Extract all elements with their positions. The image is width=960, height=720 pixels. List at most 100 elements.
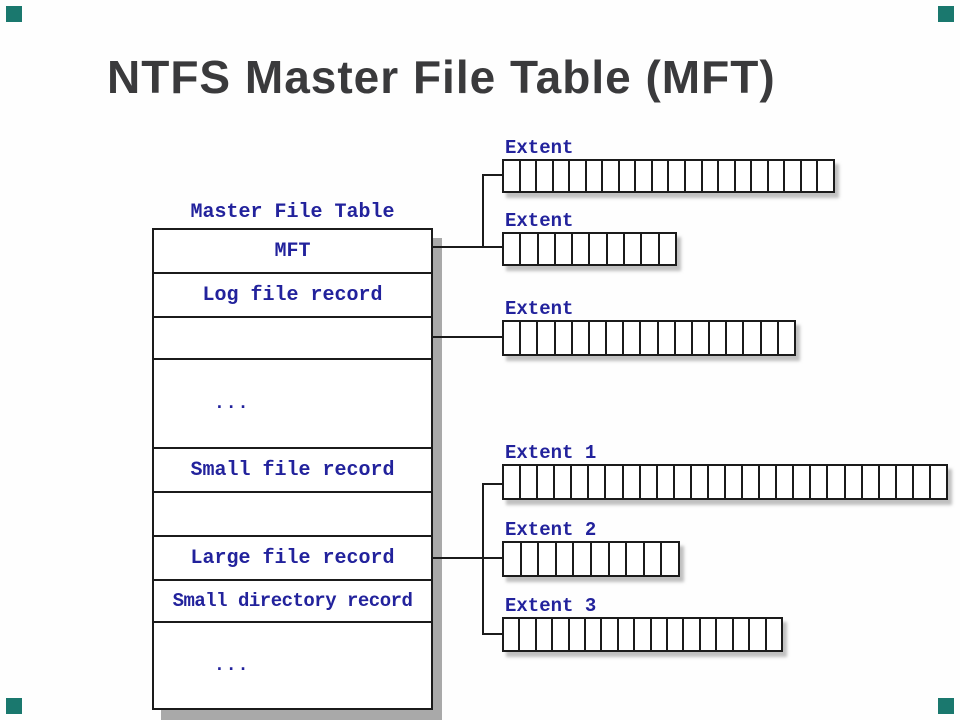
- extent-cell: [641, 466, 658, 498]
- extent-cell: [537, 619, 554, 650]
- extent-cell: [642, 234, 660, 264]
- extent-cell: [555, 466, 573, 498]
- extent-cell: [931, 466, 946, 498]
- extent-cell: [539, 234, 556, 264]
- extent-cell: [557, 543, 575, 575]
- extent-cell: [914, 466, 931, 498]
- extent-cell: [818, 161, 833, 191]
- extent-cell: [624, 322, 642, 354]
- extent-cell: [668, 619, 685, 650]
- extent-cell: [504, 543, 522, 575]
- extent-cell: [586, 619, 603, 650]
- mft-table-heading: Master File Table: [190, 201, 395, 224]
- corner-accent-square: [938, 698, 954, 714]
- mft-row-ellipsis: ...: [214, 655, 250, 676]
- extent-cell: [686, 161, 703, 191]
- mft-row-small-directory-record: Small directory record: [154, 581, 431, 623]
- mft-row-small-file-record: Small file record: [154, 449, 431, 493]
- slide-title: NTFS Master File Table (MFT): [107, 51, 776, 103]
- extent-cell: [828, 466, 846, 498]
- extent-cell: [802, 161, 819, 191]
- extent-cell: [675, 466, 692, 498]
- extent-cell: [554, 161, 571, 191]
- extent-cell: [521, 322, 539, 354]
- connector-line: [482, 633, 502, 635]
- extent-cell: [750, 619, 767, 650]
- extent-cell: [777, 466, 795, 498]
- extent-cell: [676, 322, 693, 354]
- extent-cell: [556, 322, 573, 354]
- extent-cell: [659, 322, 676, 354]
- extent-block: Extent 3: [502, 596, 783, 652]
- extent-cell: [636, 161, 653, 191]
- extent-label: Extent 1: [505, 442, 597, 464]
- extent-cell: [743, 466, 761, 498]
- mft-row-large-file-record: Large file record: [154, 537, 431, 581]
- extent-block: Extent 2: [502, 520, 680, 577]
- mft-row-empty: [154, 493, 431, 537]
- extent-cell: [692, 466, 709, 498]
- extent-cell: [573, 322, 590, 354]
- extent-cell: [641, 322, 659, 354]
- extent-cell: [635, 619, 652, 650]
- extent-block: Extent: [502, 299, 796, 356]
- corner-accent-square: [6, 6, 22, 22]
- extent-cell: [658, 466, 675, 498]
- extent-cell: [762, 322, 779, 354]
- extent-cell: [520, 619, 537, 650]
- extent-cell: [779, 322, 794, 354]
- extent-cell: [556, 234, 574, 264]
- extent-cell: [589, 466, 607, 498]
- extent-cell: [620, 161, 637, 191]
- connector-line: [433, 246, 502, 248]
- extent-cell: [538, 322, 556, 354]
- extent-cell: [537, 161, 554, 191]
- extent-cell: [572, 466, 590, 498]
- extent-cell: [590, 234, 608, 264]
- extent-cell: [652, 619, 669, 650]
- extent-cell: [897, 466, 914, 498]
- connector-line: [482, 174, 484, 248]
- extent-cell: [669, 161, 687, 191]
- extent-cell: [710, 322, 728, 354]
- extent-strip: [502, 320, 796, 356]
- connector-line: [433, 557, 502, 559]
- extent-strip: [502, 464, 948, 500]
- extent-label: Extent: [505, 298, 574, 320]
- extent-cell: [553, 619, 570, 650]
- extent-cell: [767, 619, 781, 650]
- extent-cell: [703, 161, 720, 191]
- extent-cell: [719, 161, 736, 191]
- extent-cell: [744, 322, 762, 354]
- connector-line: [433, 336, 502, 338]
- extent-cell: [769, 161, 786, 191]
- extent-cell: [610, 543, 628, 575]
- extent-cell: [521, 234, 539, 264]
- corner-accent-square: [938, 6, 954, 22]
- mft-row-log-file-record: Log file record: [154, 274, 431, 318]
- extent-cell: [785, 161, 802, 191]
- extent-cell: [570, 619, 587, 650]
- extent-cell: [592, 543, 610, 575]
- extent-cell: [662, 543, 678, 575]
- extent-label: Extent: [505, 137, 574, 159]
- extent-cell: [574, 543, 592, 575]
- extent-cell: [645, 543, 663, 575]
- extent-cell: [811, 466, 829, 498]
- extent-cell: [760, 466, 778, 498]
- extent-cell: [880, 466, 897, 498]
- extent-cell: [504, 234, 522, 264]
- extent-cell: [726, 466, 744, 498]
- extent-cell: [684, 619, 701, 650]
- extent-cell: [625, 234, 643, 264]
- mft-row-mft: MFT: [154, 230, 431, 274]
- extent-cell: [846, 466, 863, 498]
- extent-cell: [606, 466, 624, 498]
- extent-cell: [736, 161, 753, 191]
- extent-cell: [863, 466, 880, 498]
- extent-cell: [752, 161, 769, 191]
- extent-cell: [521, 161, 538, 191]
- extent-cell: [587, 161, 604, 191]
- extent-cell: [570, 161, 587, 191]
- extent-cell: [624, 466, 641, 498]
